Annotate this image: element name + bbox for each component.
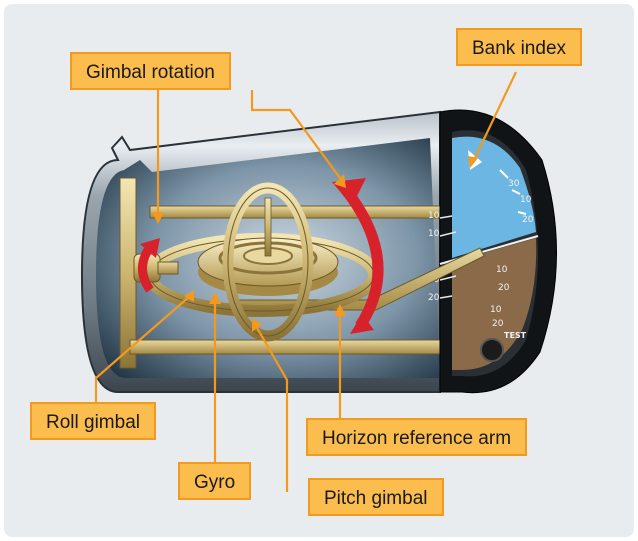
- roll-gimbal-axle: [157, 261, 179, 275]
- gyro-spindle: [264, 197, 272, 257]
- pitch-rotation-arrow: [341, 186, 384, 330]
- label-horizon-reference-arm: Horizon reference arm: [306, 418, 528, 456]
- leader-roll-gimbal: [94, 295, 191, 408]
- bank-scale-number: 30: [508, 179, 520, 189]
- leader-arrowhead: [334, 174, 346, 188]
- bank-tick: [517, 211, 527, 215]
- test-knob: [480, 338, 504, 362]
- leader-bank-index: [473, 71, 517, 161]
- pitch-tick: [439, 295, 453, 299]
- leader-arrowhead: [334, 304, 346, 316]
- bank-scale-number: 20: [522, 215, 534, 225]
- leader-arrowheads: [152, 156, 478, 332]
- label-gimbal-rotation: Gimbal rotation: [70, 52, 231, 90]
- pitch-scale-number: 20: [428, 293, 440, 303]
- bank-tick: [511, 189, 521, 195]
- ground-area: [452, 238, 537, 370]
- pitch-tick: [439, 215, 453, 219]
- label-pitch-gimbal: Pitch gimbal: [308, 478, 444, 516]
- leader-arrowhead: [468, 156, 478, 168]
- leader-arrowhead: [252, 318, 262, 332]
- pitch-gimbal-edge: [227, 187, 309, 337]
- lower-scale-number: 20: [498, 283, 510, 293]
- leader-arrowhead: [152, 212, 164, 224]
- label-bank-index: Bank index: [456, 28, 583, 66]
- label-gyro: Gyro: [178, 462, 252, 500]
- lower-scale-number: 10: [496, 265, 508, 275]
- test-label: TEST: [504, 331, 527, 340]
- pitch-scale-number: 10: [428, 229, 440, 239]
- label-roll-gimbal: Roll gimbal: [30, 402, 156, 440]
- roll-rotation-arrowhead: [140, 238, 160, 258]
- bank-tick: [499, 169, 509, 179]
- lower-scale-number: 20: [492, 319, 504, 329]
- bank-scale-number: 10: [520, 195, 532, 205]
- bottom-rail: [129, 339, 461, 355]
- leader-gimbal-rotation-right: [250, 90, 341, 179]
- leader-arrowhead: [209, 292, 221, 304]
- pitch-scale-number: 10: [428, 211, 440, 221]
- lower-scale-number: 10: [490, 305, 502, 315]
- roll-rotation-arrow: [138, 247, 154, 293]
- leader-lines: [94, 71, 517, 492]
- leader-arrowhead: [184, 290, 194, 302]
- pitch-tick: [439, 231, 457, 237]
- pitch-rotation-arrowhead: [350, 314, 374, 334]
- leader-pitch-gimbal: [255, 325, 289, 492]
- pitch-tick: [439, 275, 457, 281]
